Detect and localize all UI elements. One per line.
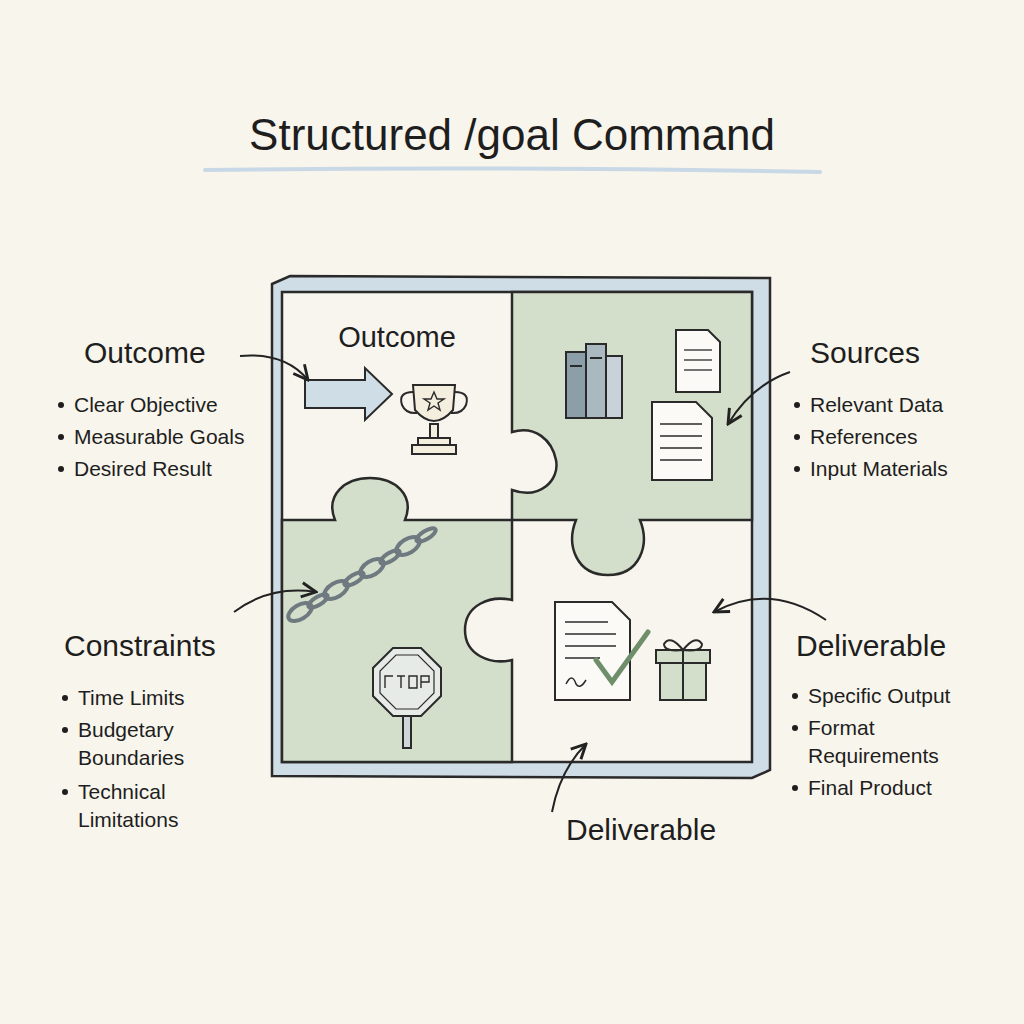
bullet-item: Technical Limitations: [60, 778, 218, 835]
arrow-icon: [305, 368, 392, 420]
bullet-item: Specific Output: [790, 682, 1018, 710]
title-underline: [205, 168, 820, 172]
bullet-item: Format Requirements: [790, 714, 978, 771]
bullet-item: Desired Result: [56, 455, 274, 483]
bullet-item: Final Product: [790, 774, 1018, 802]
bullet-item: Relevant Data: [792, 391, 1020, 419]
section-heading: Sources: [810, 335, 920, 372]
bottom-label: Deliverable: [566, 812, 716, 849]
signed-document-icon: [555, 602, 648, 700]
gift-icon: [656, 640, 710, 700]
document-icon: [652, 330, 720, 480]
books-icon: [566, 344, 622, 418]
stop-sign-icon: [373, 648, 441, 748]
puzzle-piece: Outcome: [282, 292, 512, 520]
diagram-title: Structured /goal Command: [0, 108, 1024, 162]
leader-arrows: [234, 356, 826, 813]
chain-icon: [285, 526, 437, 625]
bullet-item: Budgetary Boundaries: [60, 716, 218, 773]
constraints-piece: [282, 478, 512, 762]
bullet-item: References: [792, 423, 1020, 451]
puzzle-slab: [272, 276, 770, 778]
bullet-item: Measurable Goals: [56, 423, 274, 451]
bullet-item: Clear Objective: [56, 391, 274, 419]
bullet-item: Input Materials: [792, 455, 1020, 483]
chain-link: [415, 526, 438, 544]
trophy-icon: [401, 385, 467, 454]
bullet-item: Time Limits: [60, 684, 278, 712]
section-heading: Deliverable: [796, 628, 946, 665]
puzzle-face: [282, 292, 752, 762]
section-heading: Constraints: [64, 628, 216, 665]
section-heading: Outcome: [84, 335, 206, 372]
sources-piece: [512, 292, 752, 575]
piece-title: Outcome: [282, 320, 512, 355]
